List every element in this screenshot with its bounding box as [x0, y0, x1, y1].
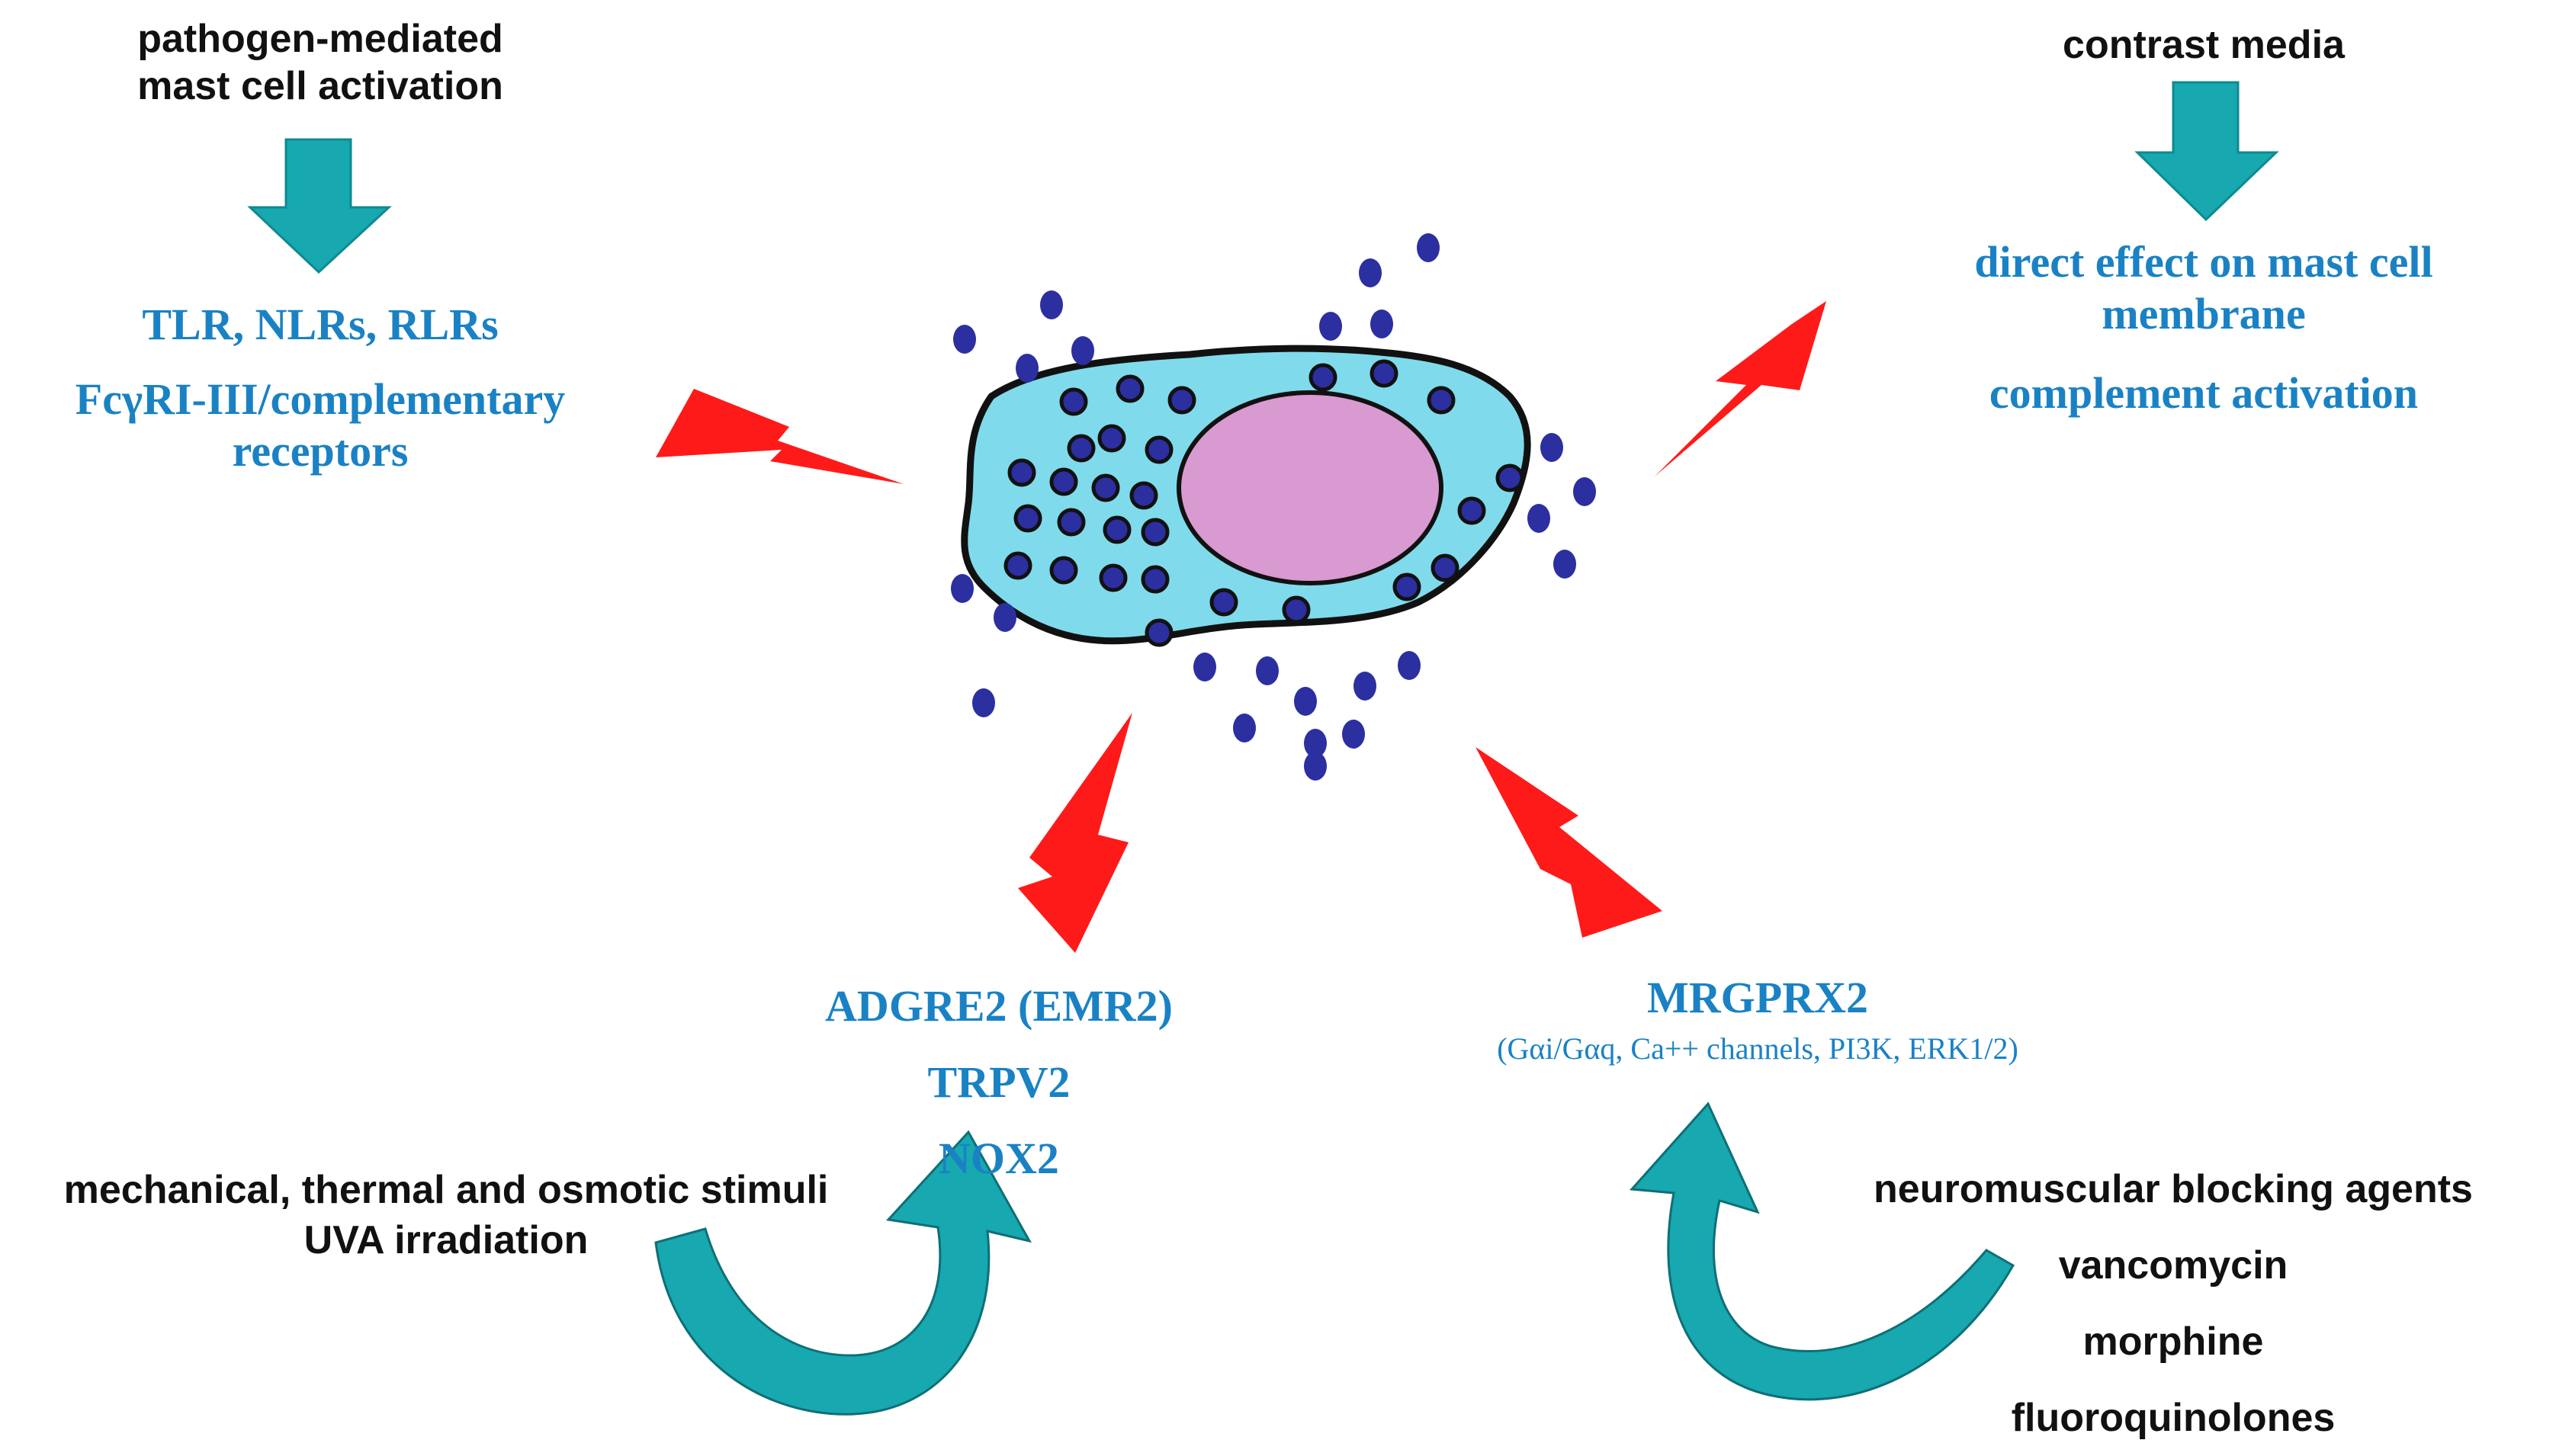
effect-line: complement activation — [1989, 368, 2419, 418]
receptor-line: receptors — [232, 426, 409, 476]
mrgprx2-pathway: (Gαi/Gαq, Ca++ channels, PI3K, ERK1/2) — [1497, 1031, 2018, 1066]
receptor-line: TLR, NLRs, RLRs — [142, 300, 499, 349]
lightning-bolt-icon — [1655, 301, 1826, 476]
agent-item: neuromuscular blocking agents — [1874, 1167, 2473, 1211]
receptor-line: ADGRE2 (EMR2) — [825, 981, 1173, 1031]
agent-list: neuromuscular blocking agents vancomycin… — [1800, 1151, 2547, 1456]
stimulus-line: UVA irradiation — [303, 1218, 589, 1262]
receptor-line: TRPV2 — [927, 1057, 1071, 1107]
effect-line: membrane — [2102, 289, 2306, 338]
receptor-line: FcγRI-III/complementary — [75, 374, 566, 424]
top-right-effects: direct effect on mast cell membrane comp… — [1883, 236, 2524, 419]
mrgprx2-label: MRGPRX2 — [1647, 973, 1868, 1022]
receptor-line: NOX2 — [939, 1134, 1059, 1183]
curved-arrow-icon — [654, 1130, 1032, 1416]
lightning-bolt-icon — [1018, 713, 1132, 953]
agent-item: morphine — [2082, 1320, 2264, 1364]
lightning-bolt-icon — [1475, 747, 1662, 938]
agent-item: fluoroquinolones — [2011, 1396, 2336, 1440]
effect-line: direct effect on mast cell — [1974, 237, 2433, 287]
trigger-line: mast cell activation — [137, 64, 503, 108]
curved-arrow-icon — [1629, 1102, 2015, 1401]
top-left-receptors: TLR, NLRs, RLRs FcγRI-III/complementary … — [0, 299, 641, 477]
trigger-line: pathogen-mediated — [137, 17, 503, 61]
down-arrow-icon — [2134, 81, 2279, 222]
bottom-left-receptors: ADGRE2 (EMR2) TRPV2 NOX2 — [755, 968, 1243, 1197]
stimulus-line: mechanical, thermal and osmotic stimuli — [63, 1168, 829, 1212]
down-arrow-icon — [247, 138, 392, 274]
agent-item: vancomycin — [2058, 1243, 2288, 1288]
top-left-trigger: pathogen-mediated mast cell activation — [107, 15, 534, 110]
cell-granules — [1003, 359, 1524, 647]
bottom-left-stimuli: mechanical, thermal and osmotic stimuli … — [8, 1166, 885, 1264]
released-granules — [951, 233, 1596, 781]
lightning-bolt-icon — [656, 389, 904, 484]
top-right-trigger: contrast media — [2063, 23, 2345, 67]
